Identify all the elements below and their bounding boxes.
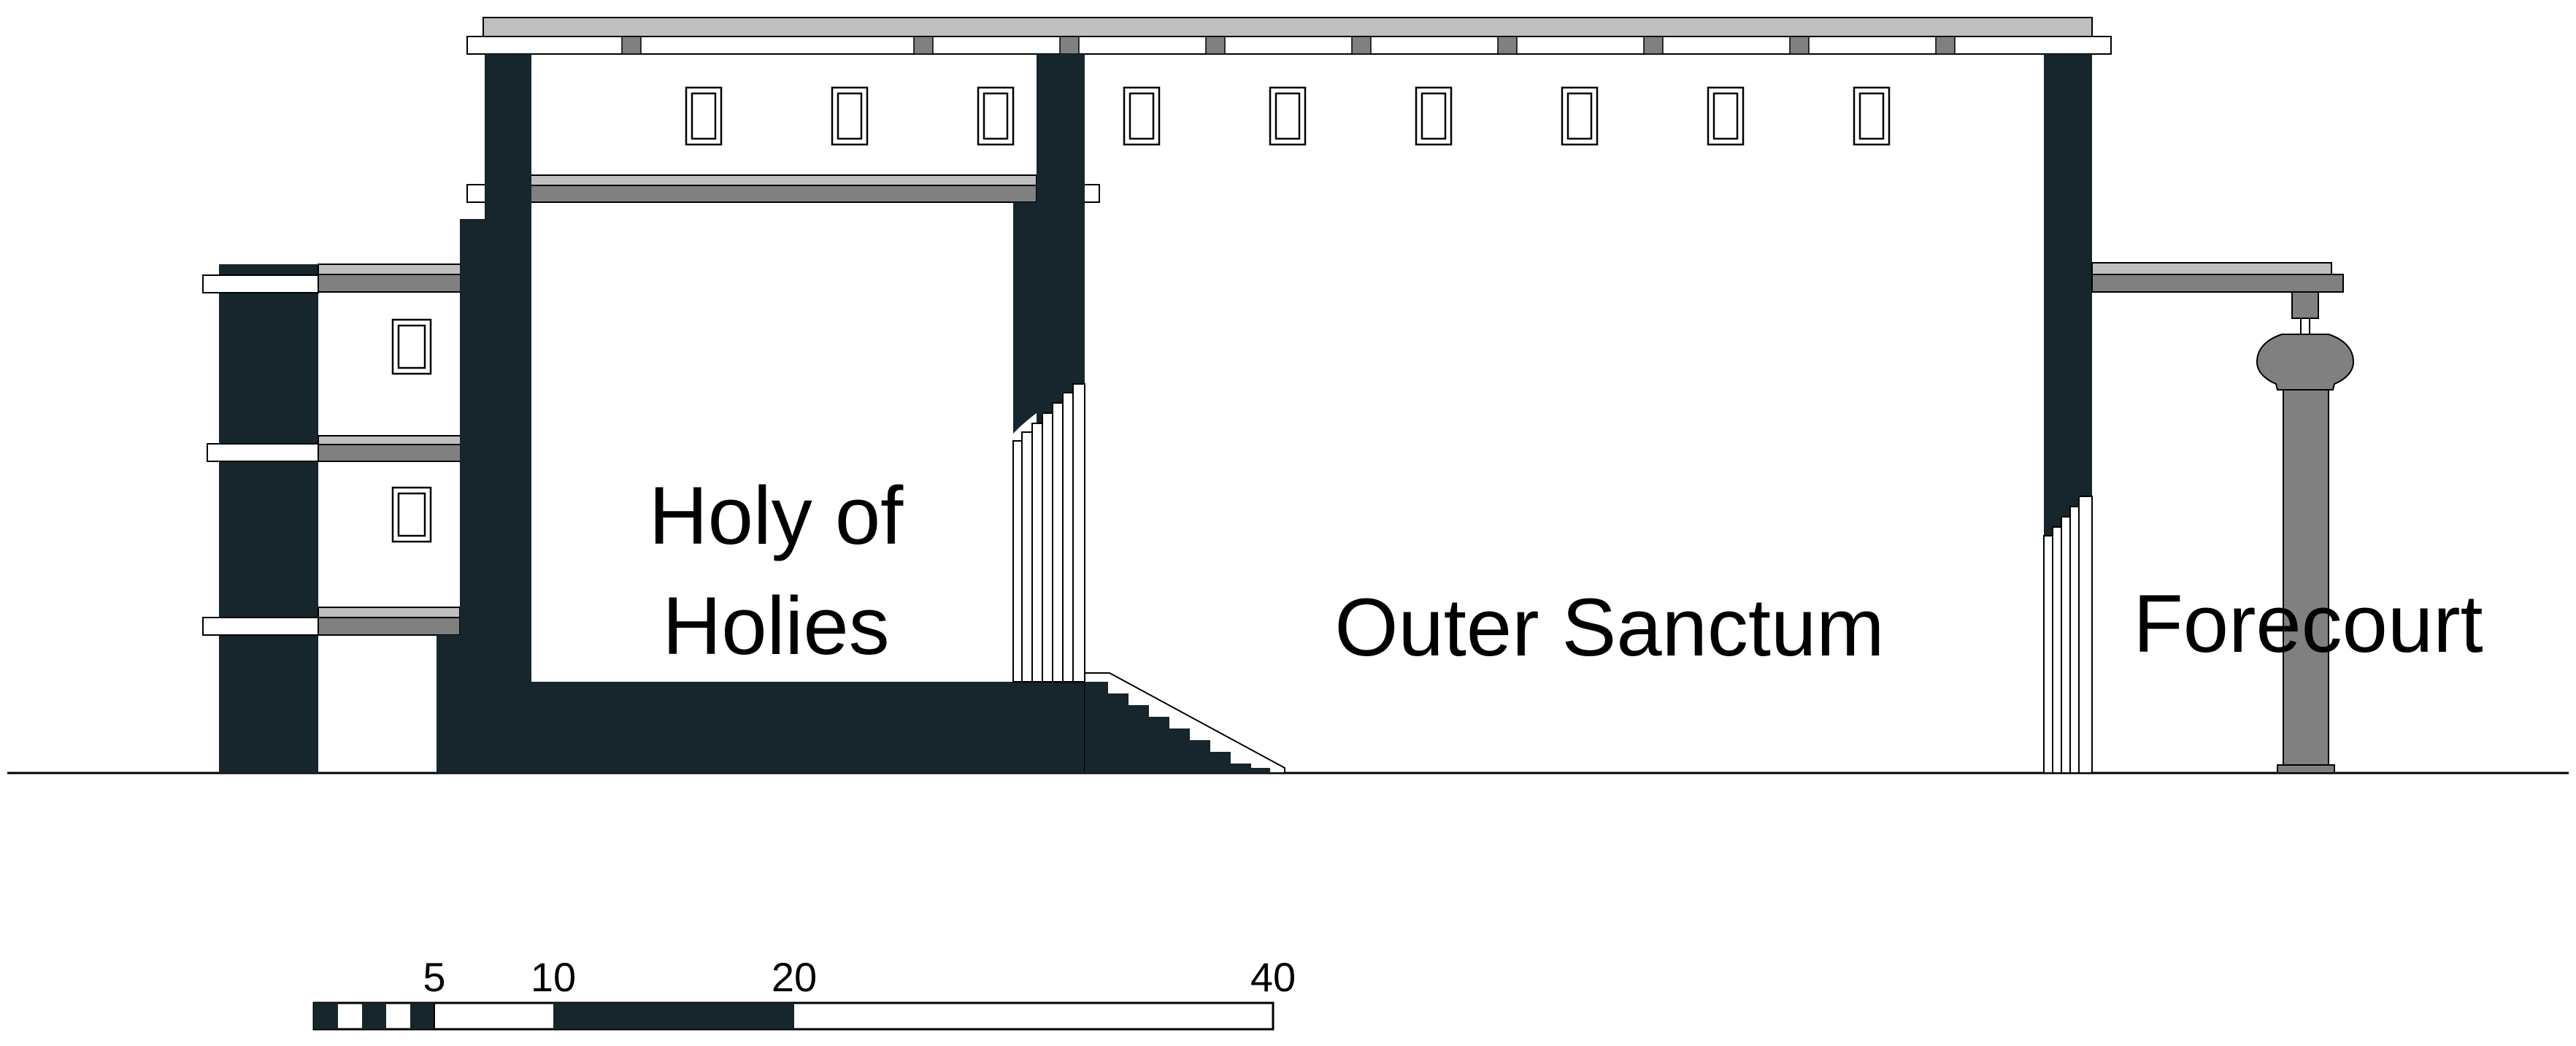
label-outer-sanctum: Outer Sanctum <box>1334 582 1884 673</box>
roof <box>466 17 2112 55</box>
forecourt-column <box>2256 291 2355 774</box>
scale-tick-10: 10 <box>531 954 576 1000</box>
scale-tick-40: 40 <box>1250 954 1296 1000</box>
label-holy-of-holies-line2: Holies <box>662 580 889 672</box>
side-chamber-windows <box>391 318 432 543</box>
inner-ceiling-slab <box>466 174 1100 203</box>
label-holy-of-holies-line1: Holy of <box>649 470 904 561</box>
forecourt-porch <box>2091 262 2344 293</box>
partition-stair-stripes <box>1012 383 1085 682</box>
annex-inner-wall <box>460 219 531 682</box>
scale-bar: 5 10 20 40 <box>312 954 1296 1031</box>
holy-of-holies-floor <box>437 682 1101 773</box>
roof-beam-ends <box>621 36 1956 55</box>
east-wall-stair-stripes <box>2043 496 2093 774</box>
clerestory-windows <box>685 86 1891 146</box>
outer-left-wall <box>219 264 318 773</box>
label-forecourt: Forecourt <box>2133 578 2483 669</box>
scale-tick-20: 20 <box>772 954 817 1000</box>
walls <box>437 54 2092 773</box>
outer-sanctum-east-wall-lower <box>2044 54 2092 533</box>
front-stairs <box>1084 672 1285 774</box>
partition-wall-lower <box>1013 202 1085 434</box>
scale-tick-5: 5 <box>423 954 445 1000</box>
